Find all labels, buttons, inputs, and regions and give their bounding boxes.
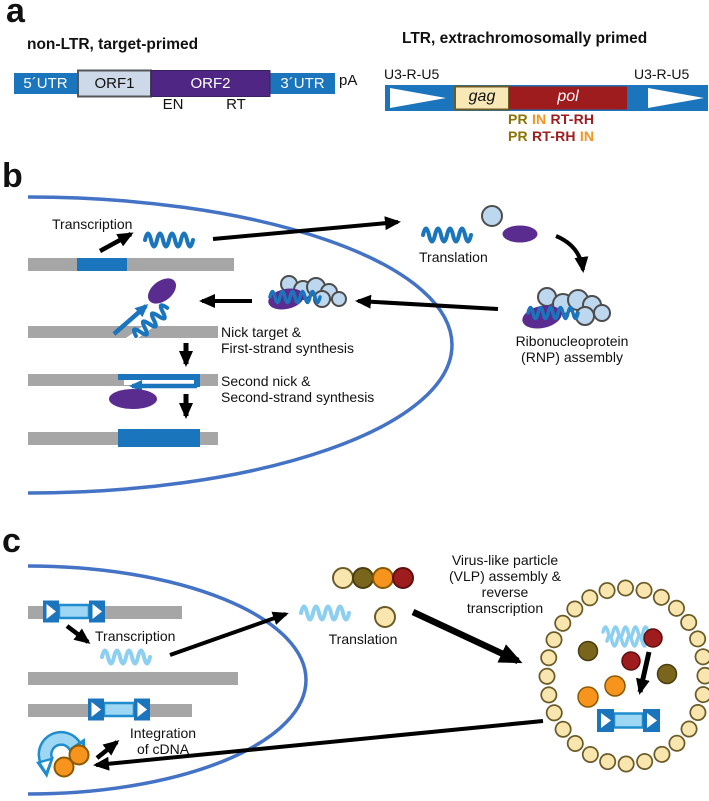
assembly-curved-arrow — [555, 234, 589, 273]
first-strand-arrow — [112, 304, 149, 336]
nucleus-boundary-c — [27, 564, 308, 796]
transcription-label-b: Transcription — [52, 216, 133, 232]
orf2-protein-second-nick — [109, 389, 157, 409]
translated-proteins — [481, 205, 538, 243]
transcription-arrow-b — [98, 232, 134, 253]
nucleus-boundary-b — [27, 195, 454, 495]
export-arrow-b — [212, 216, 401, 241]
chromosome-with-element — [28, 258, 234, 271]
utr3-label: 3´UTR — [280, 75, 325, 92]
integration-arrow — [95, 740, 120, 760]
chromosome-with-ltr-element — [28, 600, 182, 623]
panel-b-arrows — [98, 216, 589, 419]
reverse-transcription-arrow — [636, 651, 652, 695]
integrated-element-chromosome — [28, 429, 218, 447]
rt-domain-label: RT — [226, 96, 246, 113]
mrna-squiggle-nucleus — [143, 231, 195, 249]
ltr-right-triangle-icon — [648, 88, 704, 108]
orf2-protein-icon — [502, 225, 538, 243]
ltr-element-diagram — [385, 85, 708, 111]
export-arrow-c — [169, 611, 289, 657]
utr5-label: 5´UTR — [23, 75, 68, 92]
in-label: IN — [531, 111, 547, 127]
virus-like-particle — [538, 579, 709, 773]
non-ltr-element-diagram — [14, 69, 335, 98]
integration-label: Integration of cDNA — [129, 725, 197, 758]
vlp-return-arrow — [93, 719, 544, 771]
first-strand-synthesis-complex — [112, 278, 177, 338]
mrna-squiggle-cytoplasm — [421, 226, 473, 244]
translation-label-b: Translation — [419, 249, 488, 265]
ltr-left-triangle-icon — [390, 88, 446, 108]
second-nick-label: Second nick & Second-strand synthesis — [221, 373, 375, 406]
vlp-rna-2 — [605, 634, 654, 648]
vlp-assembly-label: Virus-like particle (VLP) assembly & rev… — [448, 552, 562, 617]
ltr-left-label: U3-R-U5 — [384, 66, 440, 82]
rnp-complex-nucleus — [268, 275, 347, 310]
transcription-label-c: Transcription — [95, 628, 176, 644]
panel-c-label: c — [2, 522, 21, 560]
mrna-squiggle-nucleus-c — [100, 648, 152, 666]
ltr-title: LTR, extrachromosomally primed — [402, 30, 648, 47]
orf1-label: ORF1 — [94, 75, 135, 92]
pol-label: pol — [557, 88, 579, 105]
chromosome-with-integrated-cdna — [28, 698, 192, 721]
gag-label: gag — [468, 88, 496, 105]
en-domain-label: EN — [162, 96, 184, 113]
integrase-icon — [53, 756, 75, 778]
translation-label-c: Translation — [328, 631, 398, 647]
ltr-right-label: U3-R-U5 — [634, 66, 690, 82]
polyprotein-chain — [332, 567, 414, 589]
panel-a-label: a — [6, 0, 25, 30]
vlp-assembly-arrow — [411, 609, 523, 664]
gag-protein-icon — [374, 606, 396, 628]
panel-b-label: b — [2, 157, 23, 195]
orf1-protein-icon — [481, 205, 503, 227]
rnp-complex-cytoplasm — [522, 287, 611, 329]
integrase-icon — [68, 744, 90, 766]
pr-label: PR — [508, 111, 528, 127]
nick-target-label: Nick target & First-strand synthesis — [221, 324, 355, 357]
rnp-import-arrow — [355, 294, 499, 311]
cdna-element — [612, 712, 645, 729]
chromosome-plain — [28, 672, 238, 685]
mrna-squiggle-cytoplasm-c — [299, 604, 351, 622]
polya-label: pA — [339, 72, 358, 89]
rtrh-label: RT-RH — [531, 128, 576, 144]
transcription-arrow-c — [65, 624, 91, 644]
pol-domains-order-2: PR RT-RH IN — [508, 128, 594, 144]
integration-complex — [36, 730, 90, 778]
pol-domains-order-1: PR IN RT-RH — [508, 111, 594, 127]
rtrh-label: RT-RH — [550, 111, 595, 127]
orf2-protein-icon — [147, 278, 177, 304]
panel-c-arrows — [65, 609, 544, 771]
pr-label: PR — [508, 128, 528, 144]
non-ltr-title: non-LTR, target-primed — [27, 36, 199, 53]
second-nick-chromosome — [28, 374, 218, 392]
in-label: IN — [579, 128, 595, 144]
orf2-label: ORF2 — [190, 75, 231, 92]
rnp-assembly-label: Ribonucleoprotein (RNP) assembly — [515, 333, 629, 366]
